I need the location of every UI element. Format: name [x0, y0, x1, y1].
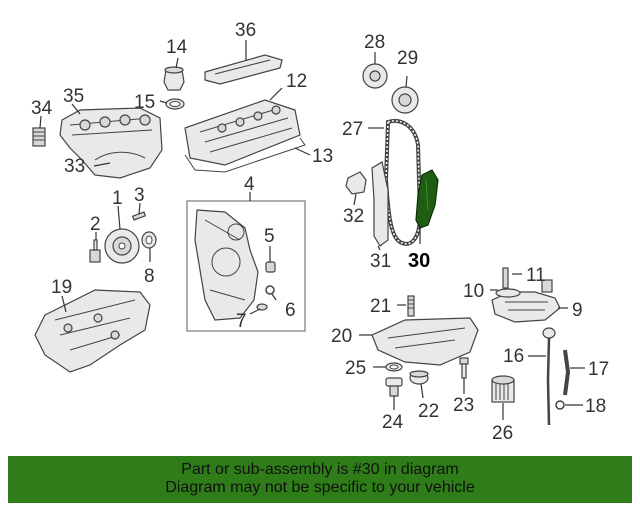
banner-line-disclaimer: Diagram may not be specific to your vehi… — [165, 479, 475, 496]
engine-cover-part[interactable] — [204, 54, 283, 85]
callout-6: 6 — [285, 300, 296, 321]
callout-22: 22 — [418, 401, 439, 422]
callout-33: 33 — [64, 156, 85, 177]
timing-chain-cover-part[interactable] — [194, 209, 259, 321]
oring-part[interactable] — [265, 285, 275, 295]
stud-bolt-part[interactable] — [502, 267, 509, 289]
chain-guide-part[interactable] — [371, 161, 389, 247]
callout-25: 25 — [345, 358, 366, 379]
strainer-gasket-part[interactable] — [495, 288, 521, 298]
pan-stud-part[interactable] — [407, 295, 415, 317]
callout-28: 28 — [364, 32, 385, 53]
callout-10: 10 — [463, 281, 484, 302]
callout-8: 8 — [144, 266, 155, 287]
crankshaft-pulley-part[interactable] — [104, 228, 140, 264]
callout-30: 30 — [408, 250, 430, 272]
intake-manifold-part[interactable] — [59, 107, 163, 179]
drain-plug-gasket-part[interactable] — [385, 362, 403, 372]
pan-bolt-part[interactable] — [459, 357, 469, 379]
callout-35: 35 — [63, 86, 84, 107]
callout-19: 19 — [51, 277, 72, 298]
callout-18: 18 — [585, 396, 606, 417]
exploded-parts-diagram: 14 15 36 12 13 35 34 33 4 5 6 7 1 3 2 8 … — [31, 20, 609, 444]
callout-16: 16 — [503, 346, 524, 367]
pulley-bolt-part[interactable] — [89, 239, 101, 263]
upper-oil-pan-part[interactable] — [34, 289, 151, 373]
leader-lines — [39, 40, 585, 420]
info-banner: Part or sub-assembly is #30 in diagram D… — [8, 456, 632, 503]
callout-31: 31 — [370, 251, 391, 272]
callout-17: 17 — [588, 359, 609, 380]
oil-strainer-part[interactable] — [491, 279, 561, 323]
callout-1: 1 — [112, 188, 123, 209]
oil-filler-cap-part[interactable] — [163, 66, 185, 91]
callout-15: 15 — [134, 92, 155, 113]
callout-26: 26 — [492, 423, 513, 444]
callout-27: 27 — [342, 119, 363, 140]
cap-part[interactable] — [409, 370, 429, 385]
callout-14: 14 — [166, 37, 188, 58]
callout-24: 24 — [382, 412, 404, 433]
dipstick-part[interactable] — [542, 327, 556, 426]
key-part[interactable] — [131, 211, 147, 221]
lower-oil-pan-part[interactable] — [371, 317, 479, 366]
callout-7: 7 — [236, 311, 247, 332]
callout-32: 32 — [343, 206, 364, 227]
callout-3: 3 — [134, 185, 145, 206]
cam-timing-gear-part[interactable] — [362, 63, 388, 89]
seal-part[interactable] — [265, 261, 276, 273]
banner-line-part-number: Part or sub-assembly is #30 in diagram — [181, 461, 459, 478]
oring-small-part[interactable] — [555, 400, 565, 410]
timing-cover-group-frame — [186, 200, 306, 332]
gasket-ring-part[interactable] — [165, 98, 185, 110]
callout-9: 9 — [572, 300, 583, 321]
callout-11: 11 — [526, 265, 546, 286]
callout-34: 34 — [31, 98, 53, 119]
callout-29: 29 — [397, 48, 418, 69]
oil-filter-part[interactable] — [491, 375, 515, 403]
callout-2: 2 — [90, 214, 101, 235]
callout-4: 4 — [244, 174, 255, 195]
stud-part[interactable] — [32, 127, 46, 147]
drain-plug-part[interactable] — [385, 377, 403, 397]
callout-5: 5 — [264, 226, 275, 247]
valve-cover-part[interactable] — [184, 99, 301, 166]
callout-12: 12 — [286, 71, 307, 92]
callout-labels: 14 15 36 12 13 35 34 33 4 5 6 7 1 3 2 8 … — [31, 20, 609, 444]
vvt-gear-part[interactable] — [391, 86, 419, 114]
dipstick-guide-part[interactable] — [563, 349, 571, 396]
callout-23: 23 — [453, 395, 474, 416]
callout-13: 13 — [312, 146, 333, 167]
callout-20: 20 — [331, 326, 352, 347]
front-oil-seal-part[interactable] — [141, 231, 157, 249]
callout-36: 36 — [235, 20, 256, 41]
valve-cover-gasket-part[interactable] — [184, 137, 306, 173]
bolt-small-part[interactable] — [256, 303, 268, 311]
chain-tensioner-part[interactable] — [345, 171, 367, 195]
timing-chain-part[interactable] — [383, 119, 423, 246]
callout-21: 21 — [370, 296, 391, 317]
chain-tensioner-slipper-part-highlighted[interactable] — [415, 169, 439, 229]
